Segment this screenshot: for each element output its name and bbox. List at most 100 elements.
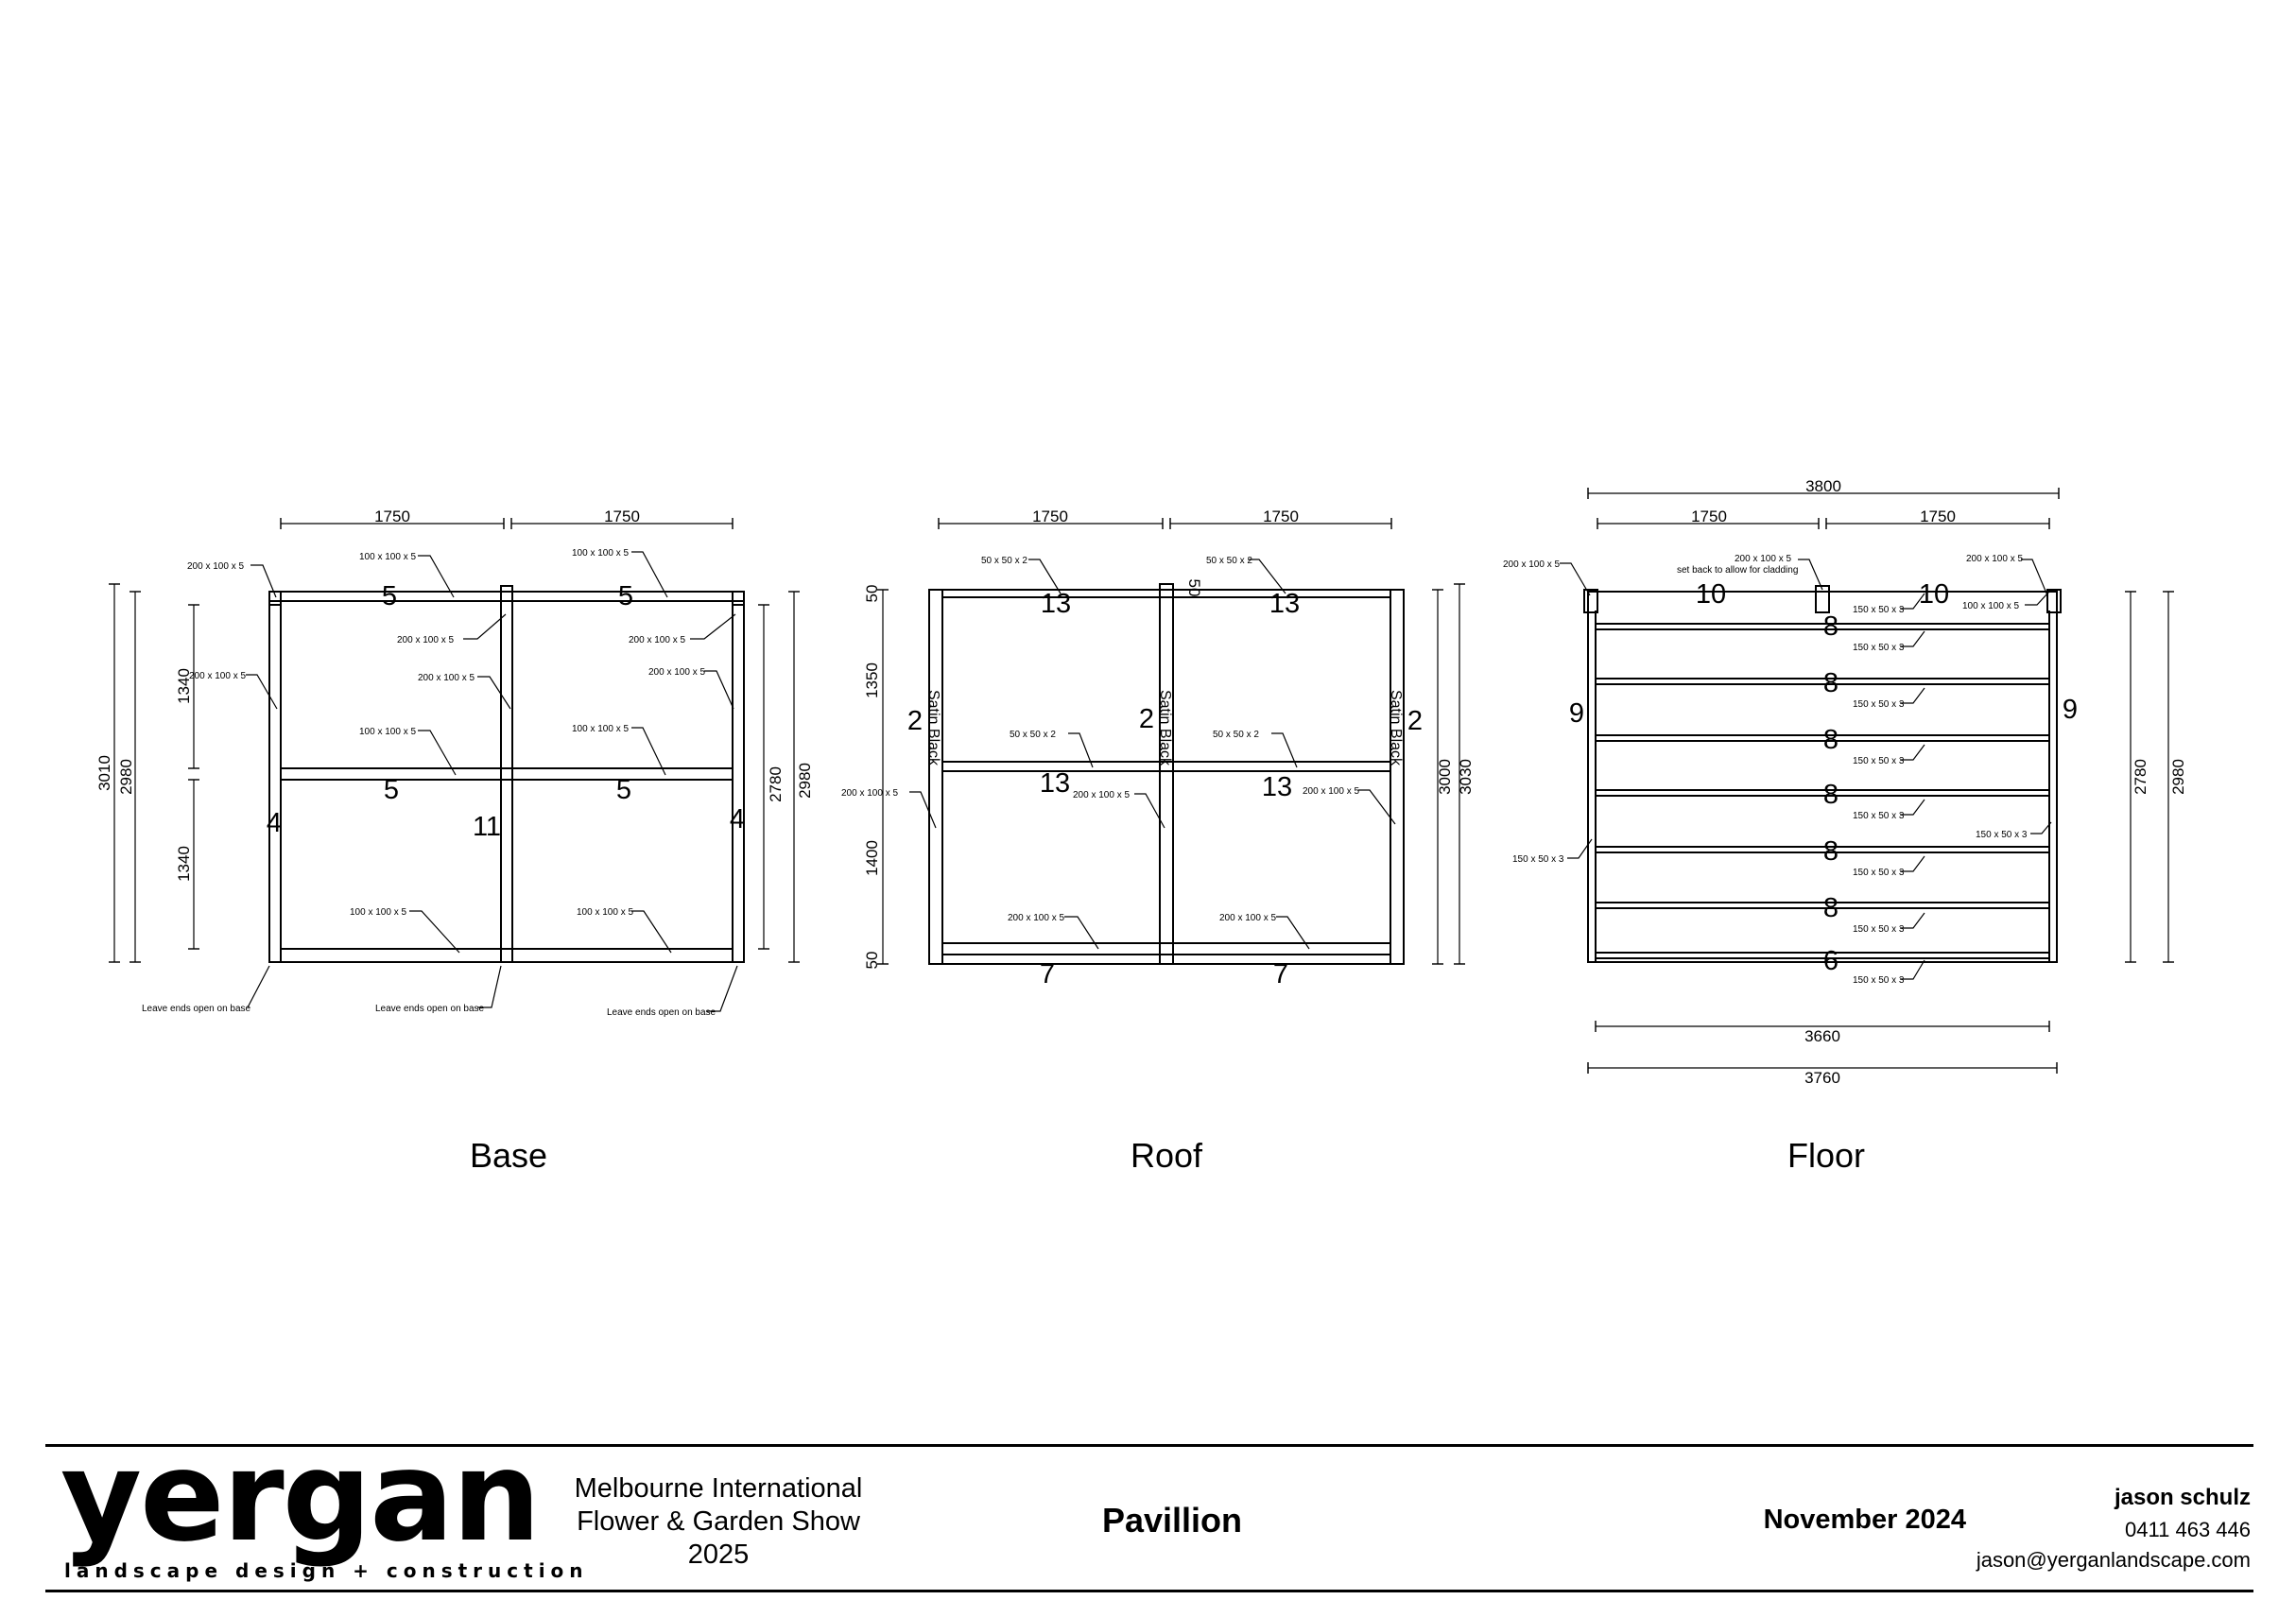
floor-part-10b: 10 xyxy=(1919,579,1949,610)
floor-part-8: 8 xyxy=(1823,611,1839,642)
roof-dim-left-3: 1400 xyxy=(863,840,881,876)
roof-dim-left-4: 50 xyxy=(863,952,881,970)
base-dim-left-3: 1340 xyxy=(175,668,193,704)
base-note: Leave ends open on base xyxy=(607,1007,716,1018)
base-dim-top-1: 1750 xyxy=(374,507,410,525)
floor-callout: 200 x 100 x 5 xyxy=(1966,554,2023,564)
floor-labels: 3800 1750 1750 3660 3760 2780 2980 10 10… xyxy=(1503,477,2187,1087)
event-line: 2025 xyxy=(687,1539,750,1570)
floor-dim-right-2: 2980 xyxy=(2169,759,2187,795)
base-note: Leave ends open on base xyxy=(375,1004,485,1014)
floor-part-8: 8 xyxy=(1823,725,1839,755)
roof-dim-left-2: 1350 xyxy=(863,662,881,698)
floor-part-10a: 10 xyxy=(1696,579,1726,610)
roof-view xyxy=(877,518,1465,965)
contact-email: jason@yerganlandscape.com xyxy=(1976,1547,2251,1572)
drawing-sheet: 1750 1750 3010 2980 1340 1340 2780 2980 … xyxy=(95,477,2187,1087)
base-dim-left-1: 3010 xyxy=(95,755,113,791)
contact-name: jason schulz xyxy=(2114,1485,2251,1510)
base-note: Leave ends open on base xyxy=(142,1004,251,1014)
roof-dim-right-1: 3000 xyxy=(1436,759,1454,795)
title-block-top-rule xyxy=(45,1444,2253,1447)
floor-dim-bottom-1: 3660 xyxy=(1804,1027,1840,1045)
title-block-bottom-rule xyxy=(45,1590,2253,1592)
floor-part-6: 6 xyxy=(1823,946,1839,976)
roof-part-2b: 2 xyxy=(1139,704,1154,734)
floor-part-9b: 9 xyxy=(2063,695,2078,725)
roof-callout: 200 x 100 x 5 xyxy=(1008,913,1064,923)
base-callout: 200 x 100 x 5 xyxy=(189,671,246,681)
floor-part-8: 8 xyxy=(1823,780,1839,810)
floor-callout: 150 x 50 x 3 xyxy=(1853,975,1905,986)
roof-finish-label: Satin Black xyxy=(1157,690,1173,766)
view-title-roof: Roof xyxy=(1130,1136,1203,1175)
floor-callout: 150 x 50 x 3 xyxy=(1853,868,1905,878)
roof-dim-right-2: 3030 xyxy=(1457,759,1475,795)
floor-dim-bottom-2: 3760 xyxy=(1804,1069,1840,1087)
base-part-5c: 5 xyxy=(384,775,399,805)
floor-callout: 150 x 50 x 3 xyxy=(1853,756,1905,766)
floor-outer-frame xyxy=(1587,591,2058,963)
floor-setback-note: set back to allow for cladding xyxy=(1677,565,1798,576)
event-line: Melbourne International xyxy=(574,1473,863,1504)
roof-labels: 1750 1750 50 1350 1400 50 50 3000 3030 1… xyxy=(841,507,1475,989)
roof-callout: 200 x 100 x 5 xyxy=(1303,786,1359,797)
base-labels: 1750 1750 3010 2980 1340 1340 2780 2980 … xyxy=(95,507,814,1018)
base-callout: 100 x 100 x 5 xyxy=(350,907,406,918)
floor-callout: 100 x 100 x 5 xyxy=(1962,601,2019,611)
base-view xyxy=(109,518,800,1012)
roof-dim-top-2: 1750 xyxy=(1263,507,1299,525)
floor-callout: 150 x 50 x 3 xyxy=(1512,854,1564,865)
view-title-floor: Floor xyxy=(1787,1136,1866,1175)
floor-part-8: 8 xyxy=(1823,836,1839,867)
roof-outer-frame xyxy=(928,589,1405,965)
contact-phone: 0411 463 446 xyxy=(2125,1517,2251,1541)
roof-callout: 50 x 50 x 2 xyxy=(1206,556,1252,566)
roof-dim-left-1: 50 xyxy=(863,585,881,603)
roof-callout: 200 x 100 x 5 xyxy=(1073,790,1130,800)
floor-part-8: 8 xyxy=(1823,893,1839,923)
base-callout: 200 x 100 x 5 xyxy=(397,635,454,645)
project-title: Pavillion xyxy=(1101,1501,1243,1540)
base-dim-left-2: 2980 xyxy=(117,759,135,795)
roof-part-13c: 13 xyxy=(1040,768,1070,799)
floor-callout: 150 x 50 x 3 xyxy=(1853,643,1905,653)
base-callout: 100 x 100 x 5 xyxy=(577,907,633,918)
floor-callout: 150 x 50 x 3 xyxy=(1853,699,1905,710)
floor-callout: 150 x 50 x 3 xyxy=(1853,811,1905,821)
roof-part-7b: 7 xyxy=(1273,959,1288,989)
roof-callout: 50 x 50 x 2 xyxy=(981,556,1027,566)
base-part-4b: 4 xyxy=(730,804,745,834)
roof-callout: 200 x 100 x 5 xyxy=(1219,913,1276,923)
roof-dim-top-1: 1750 xyxy=(1032,507,1068,525)
floor-callout: 150 x 50 x 3 xyxy=(1853,924,1905,935)
floor-callout: 200 x 100 x 5 xyxy=(1503,559,1560,570)
base-callout: 200 x 100 x 5 xyxy=(629,635,685,645)
roof-part-13a: 13 xyxy=(1041,589,1071,619)
base-part-5a: 5 xyxy=(382,581,397,611)
company-tagline: landscape design + construction xyxy=(64,1559,589,1582)
floor-dim-top-2: 1750 xyxy=(1920,507,1956,525)
event-line: Flower & Garden Show xyxy=(577,1505,860,1537)
floor-part-9a: 9 xyxy=(1569,698,1584,729)
roof-callout: 50 x 50 x 2 xyxy=(1213,730,1259,740)
roof-part-7a: 7 xyxy=(1040,959,1055,989)
base-dim-right-2: 2980 xyxy=(796,763,814,799)
base-part-5d: 5 xyxy=(616,775,631,805)
base-centre-post xyxy=(500,585,513,963)
roof-finish-label: Satin Black xyxy=(925,690,941,766)
floor-callout: 150 x 50 x 3 xyxy=(1853,605,1905,615)
roof-dim-mid: 50 xyxy=(1185,579,1203,597)
base-callout: 200 x 100 x 5 xyxy=(418,673,475,683)
base-callout: 100 x 100 x 5 xyxy=(572,548,629,559)
base-callout: 200 x 100 x 5 xyxy=(648,667,705,678)
base-callout: 100 x 100 x 5 xyxy=(572,724,629,734)
roof-part-2a: 2 xyxy=(907,706,923,736)
floor-callout: 200 x 100 x 5 xyxy=(1735,554,1791,564)
base-dim-left-4: 1340 xyxy=(175,846,193,882)
roof-callout: 50 x 50 x 2 xyxy=(1010,730,1056,740)
base-outer-frame xyxy=(268,591,745,963)
roof-part-2c: 2 xyxy=(1407,706,1423,736)
roof-finish-label: Satin Black xyxy=(1388,690,1404,766)
floor-dim-right-1: 2780 xyxy=(2132,759,2149,795)
